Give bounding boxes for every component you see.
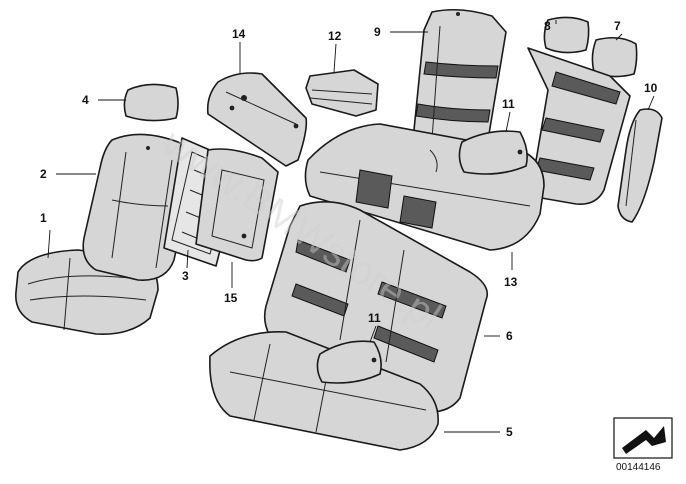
- callout-11-lower: 11: [368, 311, 381, 325]
- callout-6: 6: [506, 329, 513, 343]
- callout-9: 9: [374, 25, 381, 39]
- part-rear-headrest-right: [591, 36, 638, 78]
- part-armrest-lower: [316, 340, 382, 384]
- part-rear-backrest-right: [527, 47, 631, 206]
- part-lower-rear-cushion: [209, 331, 439, 451]
- part-side-bolster: [617, 108, 663, 223]
- callout-2: 2: [40, 167, 47, 181]
- part-trim-panel: [206, 72, 308, 167]
- callout-14: 14: [232, 27, 246, 41]
- leader-lines: [47, 20, 655, 433]
- part-armrest-cover: [305, 69, 379, 117]
- part-armrest-upper: [458, 130, 528, 175]
- callout-4: 4: [82, 93, 89, 107]
- callout-3: 3: [182, 269, 189, 283]
- callouts: 1 2 3 4 5 6 7 8 9 10 11 11 12 13 14 15: [40, 19, 658, 439]
- callout-13: 13: [504, 275, 518, 289]
- callout-8: 8: [544, 19, 551, 33]
- callout-11-upper: 11: [502, 97, 515, 111]
- callout-5: 5: [506, 425, 513, 439]
- callout-1: 1: [40, 211, 47, 225]
- callout-10: 10: [644, 81, 658, 95]
- callout-15: 15: [224, 291, 238, 305]
- part-rear-headrest-middle: [543, 16, 590, 54]
- callout-12: 12: [328, 29, 342, 43]
- part-front-headrest: [123, 83, 179, 122]
- part-backrest-panel: [195, 148, 279, 262]
- reference-icon-box: 00144146: [613, 417, 673, 473]
- callout-7: 7: [614, 19, 621, 33]
- reference-number: 00144146: [616, 462, 661, 473]
- arrow-icon: [622, 426, 666, 454]
